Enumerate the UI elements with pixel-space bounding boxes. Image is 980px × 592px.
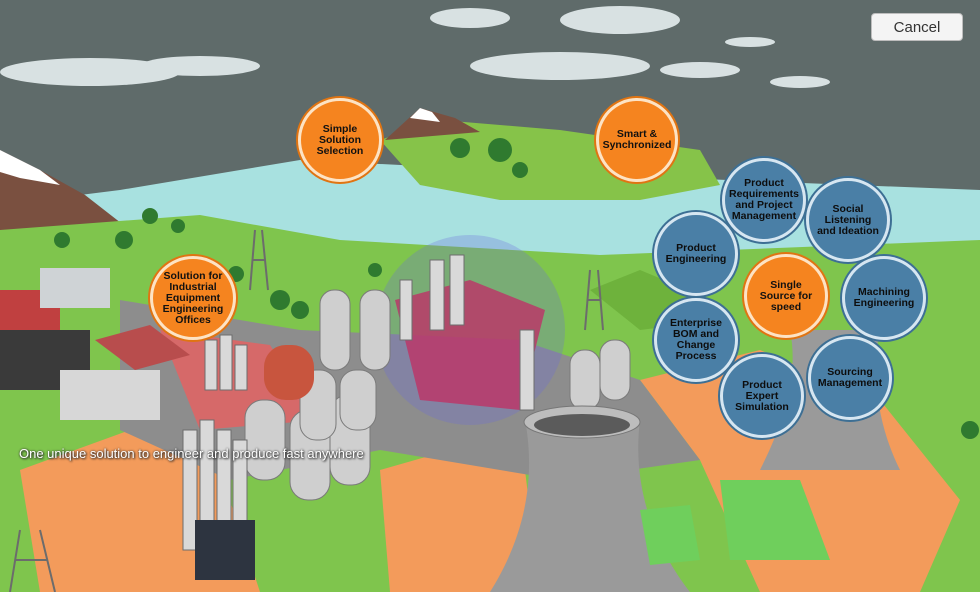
bubble-simple-solution-selection[interactable]: Simple Solution Selection [298, 98, 382, 182]
bubble-label: Enterprise BOM and Change Process [670, 317, 722, 362]
bubble-sourcing-management[interactable]: Sourcing Management [808, 336, 892, 420]
cancel-button[interactable]: Cancel [871, 13, 963, 41]
bubble-enterprise-bom[interactable]: Enterprise BOM and Change Process [654, 298, 738, 382]
office-building [40, 268, 110, 308]
tagline: One unique solution to engineer and prod… [19, 446, 364, 461]
glass-dome [375, 235, 565, 425]
bubble-single-source-for-speed[interactable]: Single Source for speed [744, 254, 828, 338]
bubble-machining-engineering[interactable]: Machining Engineering [842, 256, 926, 340]
island-mountain [385, 108, 480, 140]
bubble-label: Product Engineering [665, 242, 727, 265]
bubble-product-expert-simulation[interactable]: Product Expert Simulation [720, 354, 804, 438]
bubble-label: Social Listening and Ideation [817, 202, 879, 237]
bubble-label: Product Expert Simulation [735, 378, 789, 413]
bubble-product-requirements[interactable]: Product Requirements and Project Managem… [722, 158, 806, 242]
trees [54, 138, 979, 439]
bubble-label: Simple Solution Selection [316, 122, 364, 157]
bubble-label: Machining Engineering [853, 286, 915, 309]
clouds [0, 6, 830, 88]
storage-tanks [244, 289, 631, 501]
power-pylons [9, 229, 604, 592]
bubble-label: Product Requirements and Project Managem… [729, 177, 800, 222]
bubble-product-engineering[interactable]: Product Engineering [654, 212, 738, 296]
bubble-label: Solution for Industrial Equipment Engine… [162, 269, 224, 326]
bubble-smart-synchronized[interactable]: Smart & Synchronized [596, 98, 678, 182]
bubble-label: Sourcing Management [817, 366, 883, 389]
bubble-social-listening[interactable]: Social Listening and Ideation [806, 178, 890, 262]
bubble-industrial-equipment-offices[interactable]: Solution for Industrial Equipment Engine… [150, 256, 236, 340]
bubble-label: Smart & Synchronized [602, 128, 672, 151]
cooling-tower [490, 420, 690, 592]
bubble-label: Single Source for speed [759, 278, 813, 313]
